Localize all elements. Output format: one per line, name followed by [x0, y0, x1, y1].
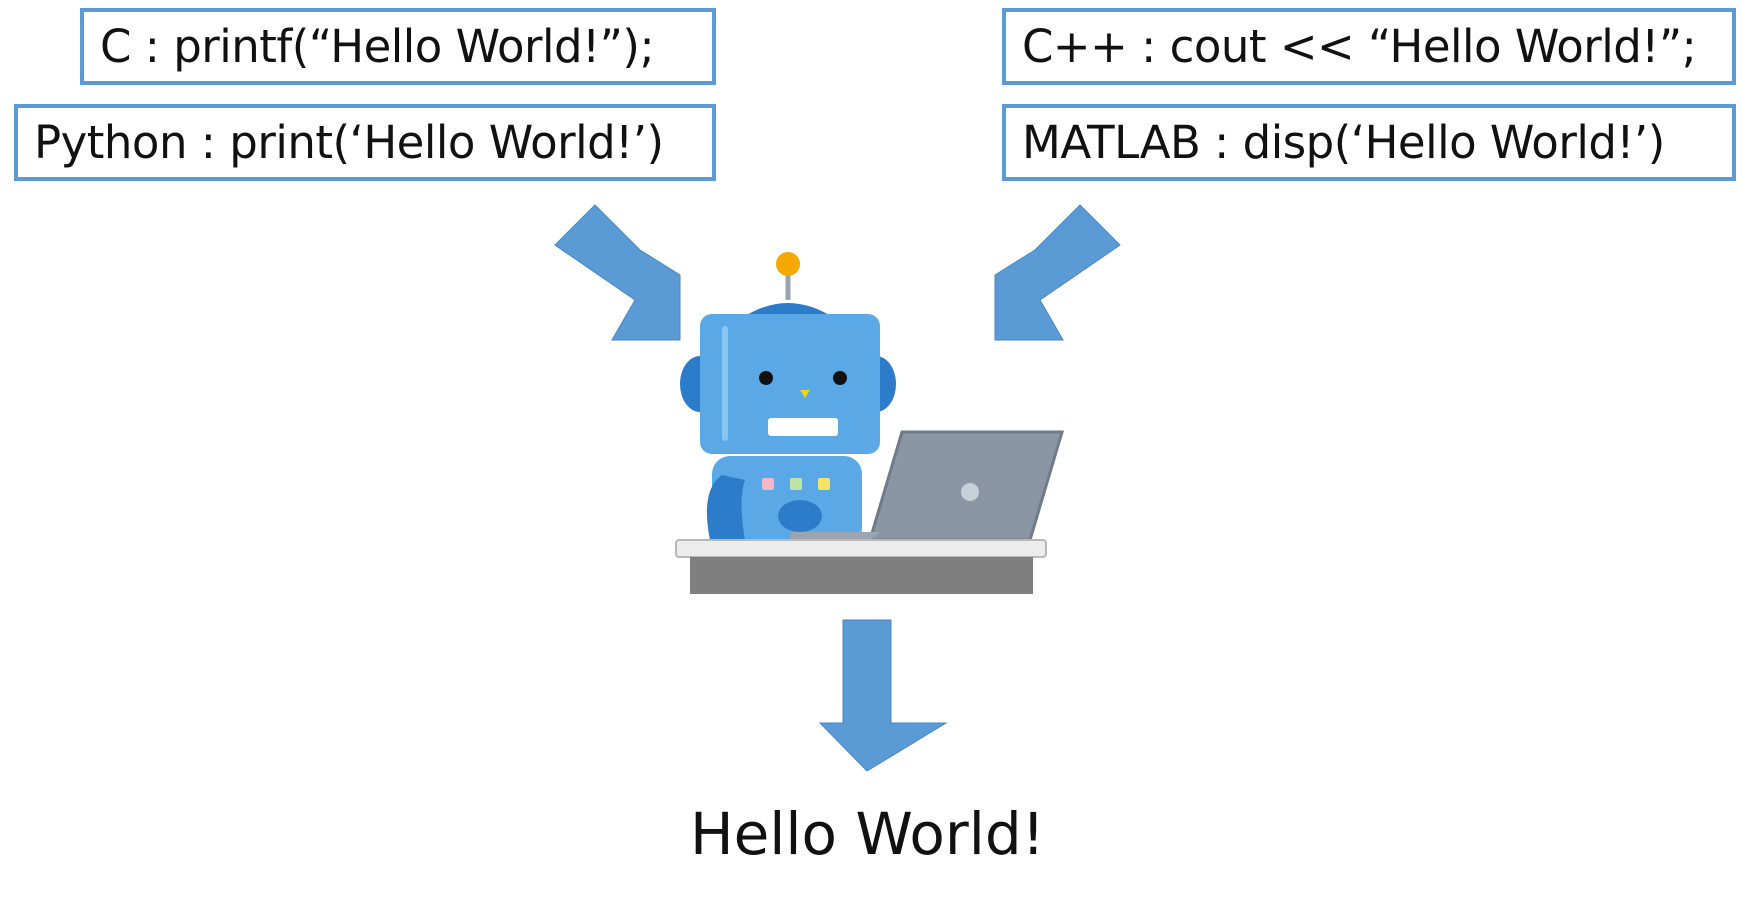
- code-box-matlab: MATLAB : disp(‘Hello World!’): [1002, 104, 1736, 181]
- code-text-matlab: MATLAB : disp(‘Hello World!’): [1022, 116, 1665, 169]
- code-box-c: C : printf(“Hello World!”);: [80, 8, 716, 85]
- code-box-cpp: C++ : cout << “Hello World!”;: [1002, 8, 1736, 85]
- desk-icon: [675, 539, 1047, 594]
- output-text: Hello World!: [690, 800, 1045, 868]
- code-box-python: Python : print(‘Hello World!’): [14, 104, 716, 181]
- arrow-down-icon: [818, 619, 948, 772]
- robot-icon: [680, 252, 896, 546]
- arrow-left-icon: [554, 204, 681, 341]
- code-text-cpp: C++ : cout << “Hello World!”;: [1022, 20, 1697, 73]
- code-text-python: Python : print(‘Hello World!’): [34, 116, 664, 169]
- code-text-c: C : printf(“Hello World!”);: [100, 20, 655, 73]
- arrow-right-icon: [994, 204, 1121, 341]
